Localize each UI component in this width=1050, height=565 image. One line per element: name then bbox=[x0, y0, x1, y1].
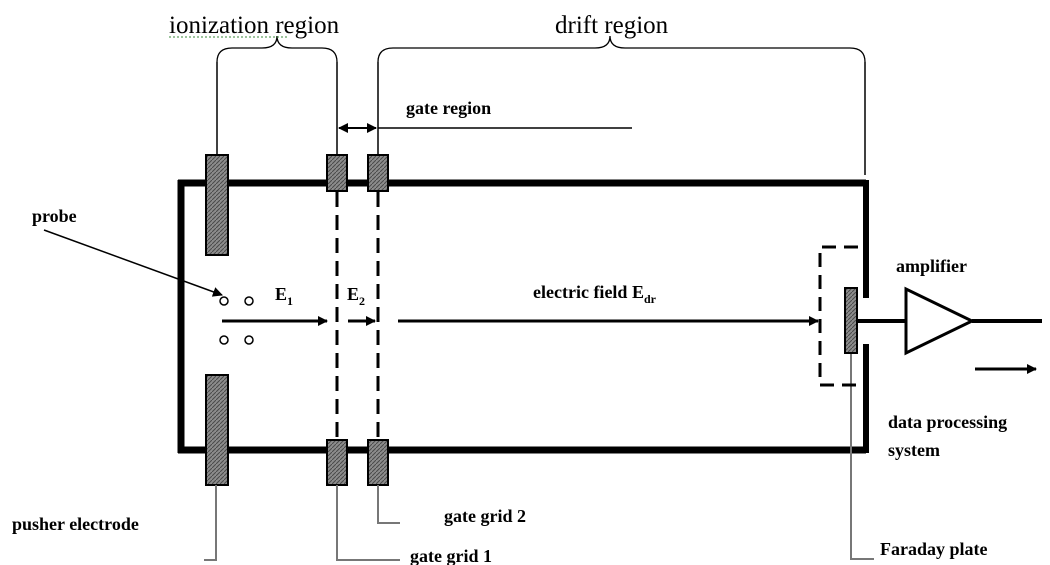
ionization-region-label: ionization region bbox=[169, 12, 340, 39]
amplifier-label: amplifier bbox=[896, 256, 967, 276]
pusher-electrode-label: pusher electrode bbox=[12, 514, 139, 534]
amplifier-triangle bbox=[904, 286, 976, 356]
gate-grid-2-label: gate grid 2 bbox=[444, 506, 526, 526]
ion-circle bbox=[244, 296, 254, 306]
e2-label: E2 bbox=[347, 284, 365, 308]
e1-label: E1 bbox=[275, 284, 293, 308]
pusher-electrode-top bbox=[205, 154, 229, 256]
faraday-plate-leader bbox=[850, 353, 874, 560]
data-processing-label-line1: data processing bbox=[888, 412, 1007, 432]
electric-field-label: electric field Edr bbox=[533, 282, 657, 306]
data-processing-label-line2: system bbox=[888, 440, 940, 460]
pusher-leader bbox=[204, 485, 217, 561]
probe-label: probe bbox=[32, 206, 77, 226]
faraday-plate bbox=[844, 287, 858, 354]
pusher-electrode-bottom bbox=[205, 374, 229, 486]
ionization-region-brace bbox=[216, 35, 338, 63]
drift-region-brace bbox=[377, 35, 866, 63]
gate-grid-1-top-block bbox=[326, 154, 348, 192]
ion-circle bbox=[219, 296, 229, 306]
gate-grid-1-label: gate grid 1 bbox=[410, 546, 492, 565]
faraday-plate-label: Faraday plate bbox=[880, 539, 988, 559]
drift-region-label: drift region bbox=[555, 12, 669, 39]
gate-grid-2-bottom-block bbox=[367, 439, 389, 486]
gate-grid-2-leader bbox=[377, 485, 400, 524]
gate-region-label: gate region bbox=[406, 98, 491, 118]
ion-circle bbox=[244, 335, 254, 345]
ion-circle bbox=[219, 335, 229, 345]
gate-grid-2-top-block bbox=[367, 154, 389, 192]
gate-grid-1-leader bbox=[336, 485, 400, 561]
gate-grid-1-bottom-block bbox=[326, 439, 348, 486]
probe-arrow bbox=[43, 229, 223, 297]
